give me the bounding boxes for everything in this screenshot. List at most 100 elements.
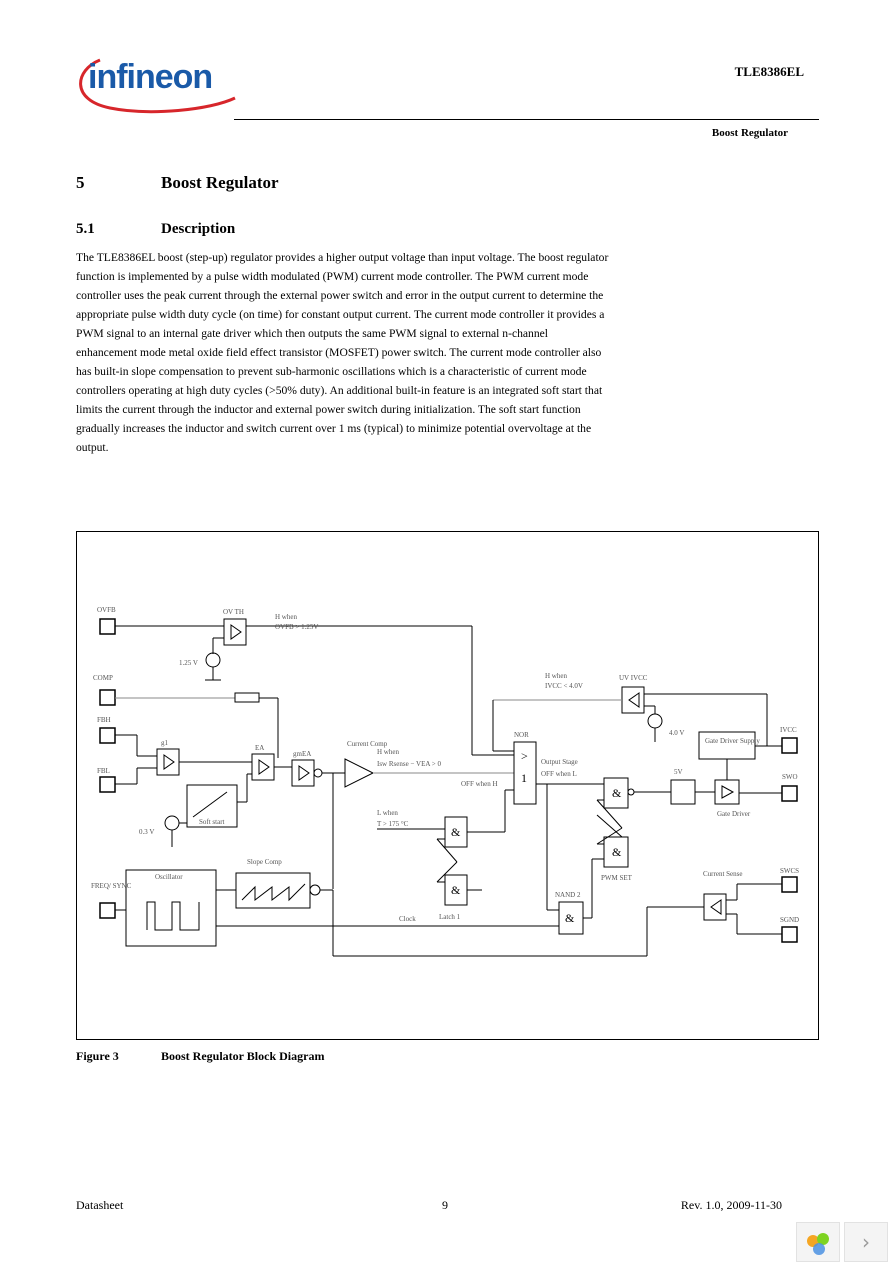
- pin-ovfb: [99, 618, 116, 635]
- nor-gate: [513, 741, 537, 805]
- annot-off-when: OFF when H: [461, 780, 498, 788]
- annot-comp-h-when: H when: [377, 748, 399, 756]
- block-label-gmea: gmEA: [293, 750, 311, 758]
- and-symbol-4: &: [451, 883, 461, 897]
- vref-ov-source: [205, 652, 221, 668]
- pin-label-ivcc: IVCC: [780, 726, 797, 734]
- annot-uv-cond: IVCC < 4.0V: [545, 682, 583, 690]
- header-divider: [234, 119, 819, 120]
- and-symbol-2: &: [612, 845, 622, 859]
- pin-label-ovfb: OVFB: [97, 606, 116, 614]
- section-number: 5: [76, 173, 85, 192]
- logo-swoosh: [79, 58, 236, 114]
- footer-revision: Rev. 1.0, 2009-11-30: [680, 1198, 782, 1212]
- five-volt-buffer: [670, 779, 696, 805]
- annot-output-stage: Output Stage: [541, 758, 578, 766]
- pin-sgnd: [781, 926, 798, 943]
- uv-ivcc-comparator: [621, 686, 645, 714]
- pin-comp: [99, 689, 116, 706]
- annot-ov-cond: OVFB > 1.25V: [275, 623, 318, 631]
- pin-label-comp: COMP: [93, 674, 113, 682]
- annot-off-when-l: OFF when L: [541, 770, 577, 778]
- description-line: enhancement mode metal oxide field effec…: [76, 346, 602, 359]
- block-label-pwm-set: PWM SET: [601, 874, 633, 882]
- description-line: gradually increases the inductor and swi…: [76, 422, 592, 435]
- viewer-logo-button[interactable]: [796, 1222, 840, 1262]
- nor-one-symbol: 1: [521, 771, 527, 785]
- block-label-gate-driver-supply: Gate Driver Supply: [705, 737, 760, 745]
- section-title: Boost Regulator: [161, 173, 279, 192]
- running-section-title: Boost Regulator: [711, 127, 788, 139]
- description-paragraph: The TLE8386EL boost (step-up) regulator …: [76, 248, 636, 457]
- pin-label-sgnd: SGND: [780, 916, 799, 924]
- block-diagram-figure: OVFB COMP FBH FBL FREQ/ SYNC IVCC SWO SW…: [76, 531, 819, 1040]
- block-label-g1: g1: [161, 739, 169, 747]
- block-label-current-comp: Current Comp: [347, 740, 388, 748]
- block-label-oscillator: Oscillator: [155, 873, 183, 881]
- g1-amplifier: [156, 748, 180, 776]
- block-label-ov-th: OV TH: [223, 608, 244, 616]
- pin-label-freq: FREQ/ SYNC: [91, 882, 132, 890]
- description-line: controllers operating at high duty cycle…: [76, 384, 603, 397]
- description-line: function is implemented by a pulse width…: [76, 270, 589, 283]
- oscillator-block: [125, 869, 217, 947]
- description-line: The TLE8386EL boost (step-up) regulator …: [76, 251, 609, 264]
- pin-swcs: [781, 876, 798, 893]
- ov-th-comparator: [223, 618, 247, 646]
- annot-tj-cond: T > 175 °C: [377, 820, 409, 828]
- logo-wordmark: infineon: [88, 58, 213, 96]
- block-label-soft-start: Soft start: [199, 818, 225, 826]
- annot-ov-h-when: H when: [275, 613, 297, 621]
- pin-label-swcs: SWCS: [780, 867, 799, 875]
- viewer-nav-widget: ›: [796, 1222, 888, 1262]
- block-label-latch-1: Latch 1: [439, 913, 461, 921]
- description-line: appropriate pulse width duty cycle (on t…: [76, 308, 605, 321]
- description-line: has built-in slope compensation to preve…: [76, 365, 587, 378]
- annot-comp-cond: Isw Rsense − VEA > 0: [377, 760, 441, 768]
- block-label-slope-comp: Slope Comp: [247, 858, 282, 866]
- description-line: controller uses the peak current through…: [76, 289, 604, 302]
- block-label-nand-2: NAND 2: [555, 891, 581, 899]
- chevron-right-icon: ›: [862, 1230, 870, 1254]
- gate-driver: [714, 779, 740, 805]
- vref-uv-source: [647, 713, 663, 729]
- pinwheel-icon: [807, 1233, 829, 1255]
- block-label-ea: EA: [255, 744, 264, 752]
- footer-page-number: 9: [442, 1198, 448, 1212]
- pin-label-fbl: FBL: [97, 767, 110, 775]
- nor-gt-symbol: >: [521, 749, 528, 763]
- figure-number: Figure 3: [76, 1049, 119, 1063]
- and-symbol-3: &: [451, 825, 461, 839]
- description-line: output.: [76, 441, 109, 454]
- block-label-current-sense: Current Sense: [703, 870, 742, 878]
- block-diagram: OVFB COMP FBH FBL FREQ/ SYNC IVCC SWO SW…: [91, 606, 799, 957]
- pin-ivcc: [781, 737, 798, 754]
- annot-vref-uv: 4.0 V: [669, 729, 684, 737]
- and-symbol-5: &: [565, 911, 575, 925]
- pin-fbh: [99, 727, 116, 744]
- block-label-clock: Clock: [399, 915, 416, 923]
- gmea-amplifier: [291, 759, 315, 787]
- pwm-set-and-bottom: [603, 836, 629, 868]
- block-label-nor: NOR: [514, 731, 529, 739]
- pin-label-fbh: FBH: [97, 716, 111, 724]
- annot-tj-when: L when: [377, 809, 398, 817]
- block-label-five-v: 5V: [674, 768, 683, 776]
- pin-freq: [99, 902, 116, 919]
- document-id: TLE8386EL: [734, 64, 804, 79]
- soft-start-block: [186, 784, 238, 828]
- infineon-logo: infineon: [70, 50, 240, 120]
- subsection-number: 5.1: [76, 221, 95, 237]
- pin-label-swo: SWO: [782, 773, 798, 781]
- annot-vref-ss: 0.3 V: [139, 828, 154, 836]
- description-line: PWM signal to an internal gate driver wh…: [76, 327, 549, 340]
- ea-amplifier: [251, 753, 275, 781]
- current-comparator: [344, 758, 375, 788]
- subsection-title: Description: [161, 221, 236, 237]
- comp-resistor: [234, 692, 260, 703]
- vref-ss-source: [164, 815, 180, 831]
- footer-doc-type: Datasheet: [76, 1198, 124, 1212]
- current-sense-amplifier: [703, 893, 727, 921]
- pin-fbl: [99, 776, 116, 793]
- next-page-button[interactable]: ›: [844, 1222, 888, 1262]
